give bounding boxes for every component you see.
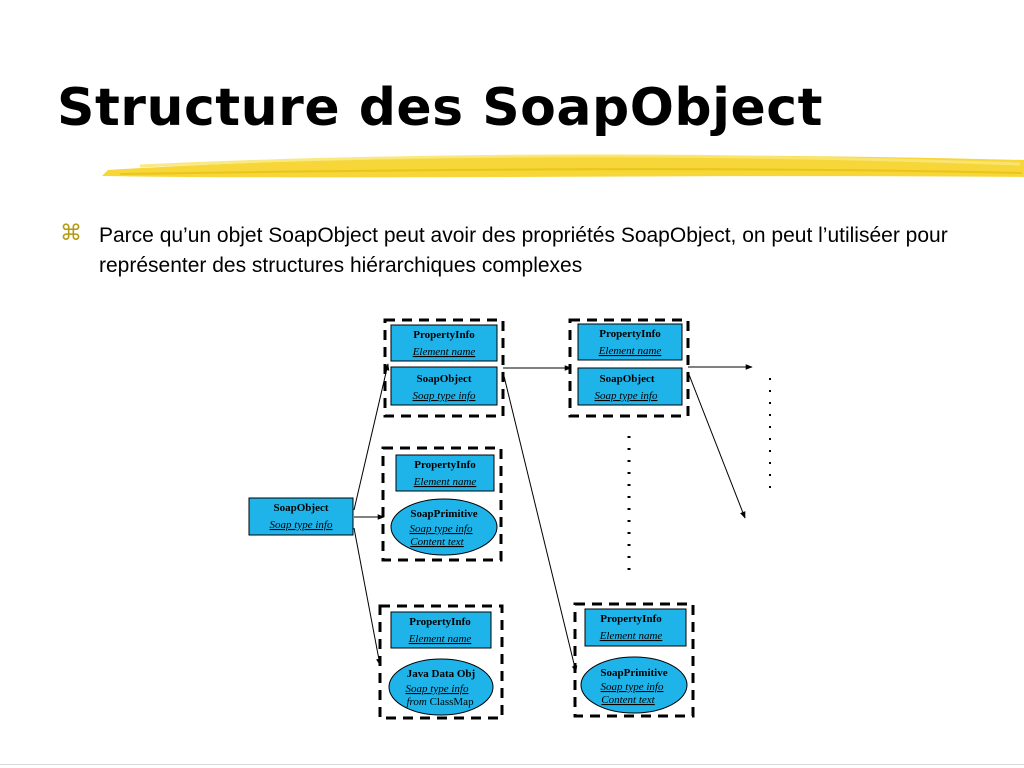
node-type-info: Soap type info xyxy=(601,681,664,693)
node-type-info: Soap type info xyxy=(595,390,658,402)
node-title: PropertyInfo xyxy=(414,459,476,471)
node-title: SoapPrimitive xyxy=(600,667,667,679)
node-element-name: Element name xyxy=(413,476,477,488)
node-title: SoapPrimitive xyxy=(410,508,477,520)
node-type-info: Soap type info xyxy=(410,523,473,535)
group5-border xyxy=(573,602,695,718)
node-title: SoapObject xyxy=(600,373,655,385)
group3-propertyinfo-node: PropertyInfo Element name xyxy=(390,611,492,649)
group2-border xyxy=(381,446,503,562)
root-node-title: SoapObject xyxy=(274,502,329,514)
node-element-name: Element name xyxy=(599,630,663,642)
command-key-icon: ⌘ xyxy=(60,221,82,246)
group4-soapobject-node: SoapObject Soap type info xyxy=(577,367,683,406)
bullet-text: Parce qu’un objet SoapObject peut avoir … xyxy=(99,224,948,277)
node-title: PropertyInfo xyxy=(599,328,661,340)
node-title: PropertyInfo xyxy=(409,616,471,628)
arrow-root-to-group3 xyxy=(353,527,382,666)
group2-soapprimitive-node: SoapPrimitive Soap type info Content tex… xyxy=(390,498,498,556)
root-node-type-info: Soap type info xyxy=(270,519,333,531)
root-soapobject-node: SoapObject Soap type info xyxy=(248,497,354,536)
group5-propertyinfo-node: PropertyInfo Element name xyxy=(584,608,687,647)
node-title: PropertyInfo xyxy=(600,613,662,625)
node-title: SoapObject xyxy=(417,373,472,385)
group2-propertyinfo-node: PropertyInfo Element name xyxy=(395,454,495,492)
node-title: PropertyInfo xyxy=(413,329,475,341)
node-element-name: Element name xyxy=(412,346,476,358)
node-content-text: Content text xyxy=(410,536,464,548)
group1-propertyinfo-node: PropertyInfo Element name xyxy=(390,324,498,362)
node-element-name: Element name xyxy=(408,633,472,645)
group1-soapobject-node: SoapObject Soap type info xyxy=(390,366,498,406)
node-classmap-line: from ClassMap xyxy=(406,696,474,708)
group4-propertyinfo-node: PropertyInfo Element name xyxy=(577,323,683,361)
node-type-info: Soap type info xyxy=(413,390,476,402)
node-content-text: Content text xyxy=(601,694,655,706)
node-element-name: Element name xyxy=(598,345,662,357)
node-title: Java Data Obj xyxy=(407,668,475,680)
arrow-root-to-group1 xyxy=(353,363,390,511)
arrow-group1-to-group5 xyxy=(502,371,578,673)
group5-soapprimitive-node: SoapPrimitive Soap type info Content tex… xyxy=(580,656,688,714)
arrow-group4-to-lower-right xyxy=(687,371,746,519)
bottom-divider xyxy=(0,764,1024,765)
node-type-info: Soap type info xyxy=(406,683,469,695)
slide-title: Structure des SoapObject xyxy=(57,78,823,138)
group3-java-data-obj-node: Java Data Obj Soap type info from ClassM… xyxy=(388,658,494,716)
